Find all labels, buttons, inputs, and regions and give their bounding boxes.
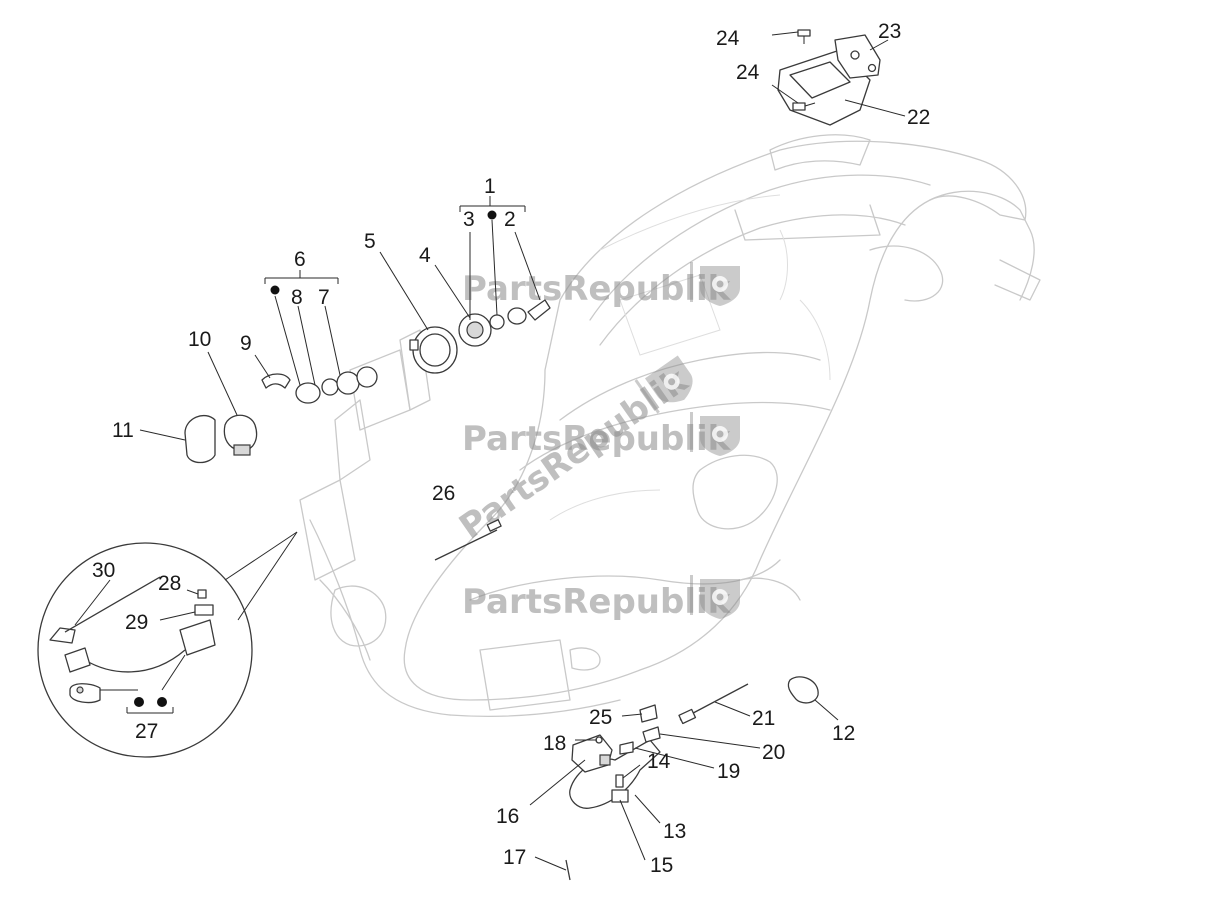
relay-box [179,619,216,656]
callout-13: 13 [663,820,686,843]
watermark-divider [690,262,693,302]
lock-key-2 [527,299,551,321]
hinge-hole [850,50,860,60]
leader-lines [74,31,906,871]
horn-body-10 [223,414,258,451]
callout-18: 18 [543,732,566,755]
kit-dot [487,210,497,220]
scooter-frame [299,134,1041,717]
ring-12 [787,676,819,704]
lock-ring-5-inner [419,333,451,367]
callout-10: 10 [188,328,211,351]
callout-14: 14 [647,750,671,773]
callout-24-top: 24 [716,27,740,50]
callout-4: 4 [419,244,431,267]
callout-labels: 1 2 3 4 5 6 7 8 9 10 11 12 13 14 15 16 1… [92,20,930,877]
callout-23: 23 [878,20,901,43]
callout-15: 15 [650,854,673,877]
kit-dot [270,285,280,295]
cable-tie-30 [64,576,161,633]
gear-shield-icon [700,579,740,619]
callout-11: 11 [112,419,134,442]
cable-21-end [678,708,697,725]
screw-24b [792,102,806,111]
callout-30: 30 [92,559,115,582]
pin-19 [619,741,634,755]
callout-29: 29 [125,611,148,634]
watermark-2: PartsRepublik [462,412,740,459]
callout-1: 1 [484,175,496,198]
kit-dot [157,697,167,707]
ring-7 [336,371,360,395]
lock-cover-4-core [466,321,484,339]
ring-frame [356,366,378,388]
callout-22: 22 [907,106,930,129]
watermark-1: PartsRepublik [462,262,740,309]
callout-3: 3 [463,208,475,231]
gear-shield-icon [700,416,740,456]
callout-28: 28 [158,572,181,595]
lock-ring-tab [409,339,419,351]
callout-27: 27 [135,720,158,743]
callout-25: 25 [589,706,612,729]
seat-hinge-assembly [777,29,881,126]
callout-2: 2 [504,208,516,231]
hinge-hole [867,63,877,73]
gasket-9 [261,373,291,389]
seat-lock-mechanism [565,676,819,881]
cable-end [486,519,502,532]
cable-26 [434,519,502,561]
callout-9: 9 [240,332,252,355]
kit-markers [134,210,497,707]
callout-16: 16 [496,805,519,828]
clip-7 [321,378,339,396]
actuator-terminal [599,754,611,766]
hinge-bracket-face [789,61,851,99]
relay-wire [84,649,186,673]
kit-dot [134,697,144,707]
callout-19: 19 [717,760,740,783]
watermark-divider [634,379,660,414]
callout-8: 8 [291,286,303,309]
gear-shield-icon [700,266,740,306]
horn-assembly [184,366,378,464]
callout-26: 26 [432,482,455,505]
ignition-lock-assembly [409,299,551,374]
clip-29 [194,604,214,616]
spring-20 [642,726,661,743]
connector-plug [64,647,91,673]
screw-24a [797,29,811,37]
callout-7: 7 [318,286,330,309]
nut-15 [611,789,629,803]
watermark-divider [690,412,693,452]
callout-17: 17 [503,846,526,869]
callout-12: 12 [832,722,855,745]
horn-cap-11 [184,415,216,464]
watermark-divider [690,575,693,615]
clip-25 [639,704,658,723]
watermark-3: PartsRepublik [462,575,740,622]
callout-24-bottom: 24 [736,61,760,84]
watermark-text: PartsRepublik [462,419,732,459]
screw-28 [197,589,207,599]
key-fob-27 [69,683,101,704]
bolt-14 [615,774,624,788]
lock-barrel-2 [507,307,527,325]
detail-inset [37,531,298,758]
watermark-text: PartsRepublik [462,582,732,622]
cable-tie-head [49,627,76,644]
horn-terminal [233,444,251,456]
gear-shield-icon [644,355,693,403]
key-fob-hole [76,686,84,694]
lock-spring-3 [489,314,505,330]
callout-20: 20 [762,741,785,764]
bushing-8 [295,382,321,404]
watermark-text: PartsRepublik [462,269,732,309]
callout-5: 5 [364,230,376,253]
watermark-group: PartsRepublik PartsRepublik PartsRepubli… [452,262,740,622]
callout-6: 6 [294,248,306,271]
callout-21: 21 [752,707,775,730]
